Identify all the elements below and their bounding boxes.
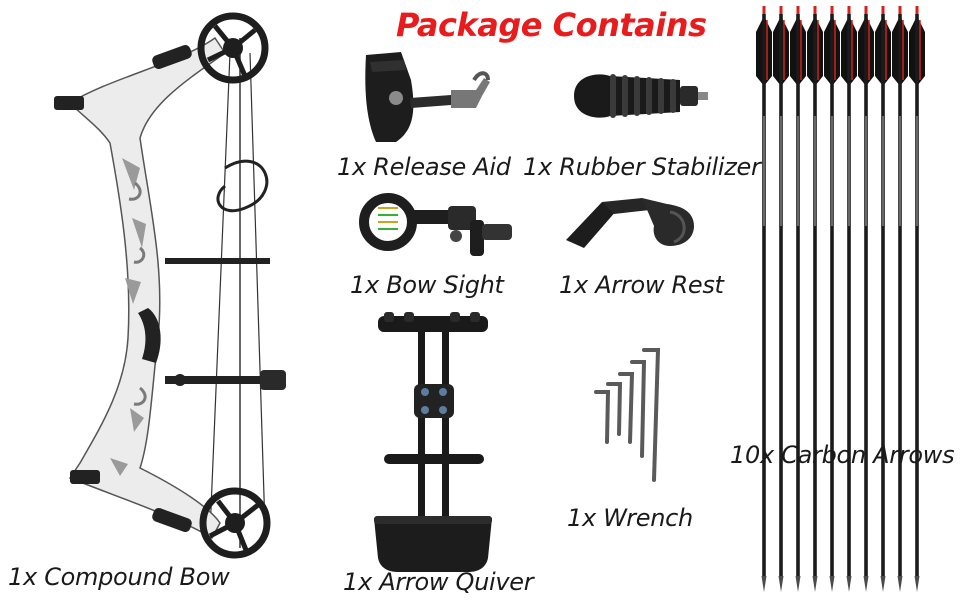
arrow-quiver-label: 1x Arrow Quiver xyxy=(343,568,534,596)
bow-sight-image xyxy=(358,190,518,260)
package-title: Package Contains xyxy=(396,6,707,44)
bow-sight-label: 1x Bow Sight xyxy=(350,271,504,299)
carbon-arrow xyxy=(756,6,772,592)
carbon-arrow xyxy=(790,6,806,592)
compound-bow-image xyxy=(40,8,290,578)
carbon-arrow xyxy=(807,6,823,592)
wrench-label: 1x Wrench xyxy=(567,504,693,532)
compound-bow-label: 1x Compound Bow xyxy=(8,563,230,591)
arrow-quiver-image xyxy=(370,312,500,574)
carbon-arrow xyxy=(909,6,925,592)
carbon-arrow xyxy=(892,6,908,592)
carbon-arrow xyxy=(858,6,874,592)
carbon-arrows-image xyxy=(752,6,942,596)
release-aid-label: 1x Release Aid xyxy=(337,153,511,181)
rubber-stabilizer-image xyxy=(570,66,710,126)
rubber-stabilizer-label: 1x Rubber Stabilizer xyxy=(523,153,761,181)
carbon-arrow xyxy=(824,6,840,592)
carbon-arrow xyxy=(841,6,857,592)
arrow-rest-label: 1x Arrow Rest xyxy=(559,271,724,299)
carbon-arrows-label: 10x Carbon Arrows xyxy=(730,441,955,469)
arrow-rest-image xyxy=(562,190,712,260)
release-aid-image xyxy=(356,50,506,150)
wrench-image xyxy=(592,346,662,486)
carbon-arrow xyxy=(875,6,891,592)
carbon-arrow xyxy=(773,6,789,592)
